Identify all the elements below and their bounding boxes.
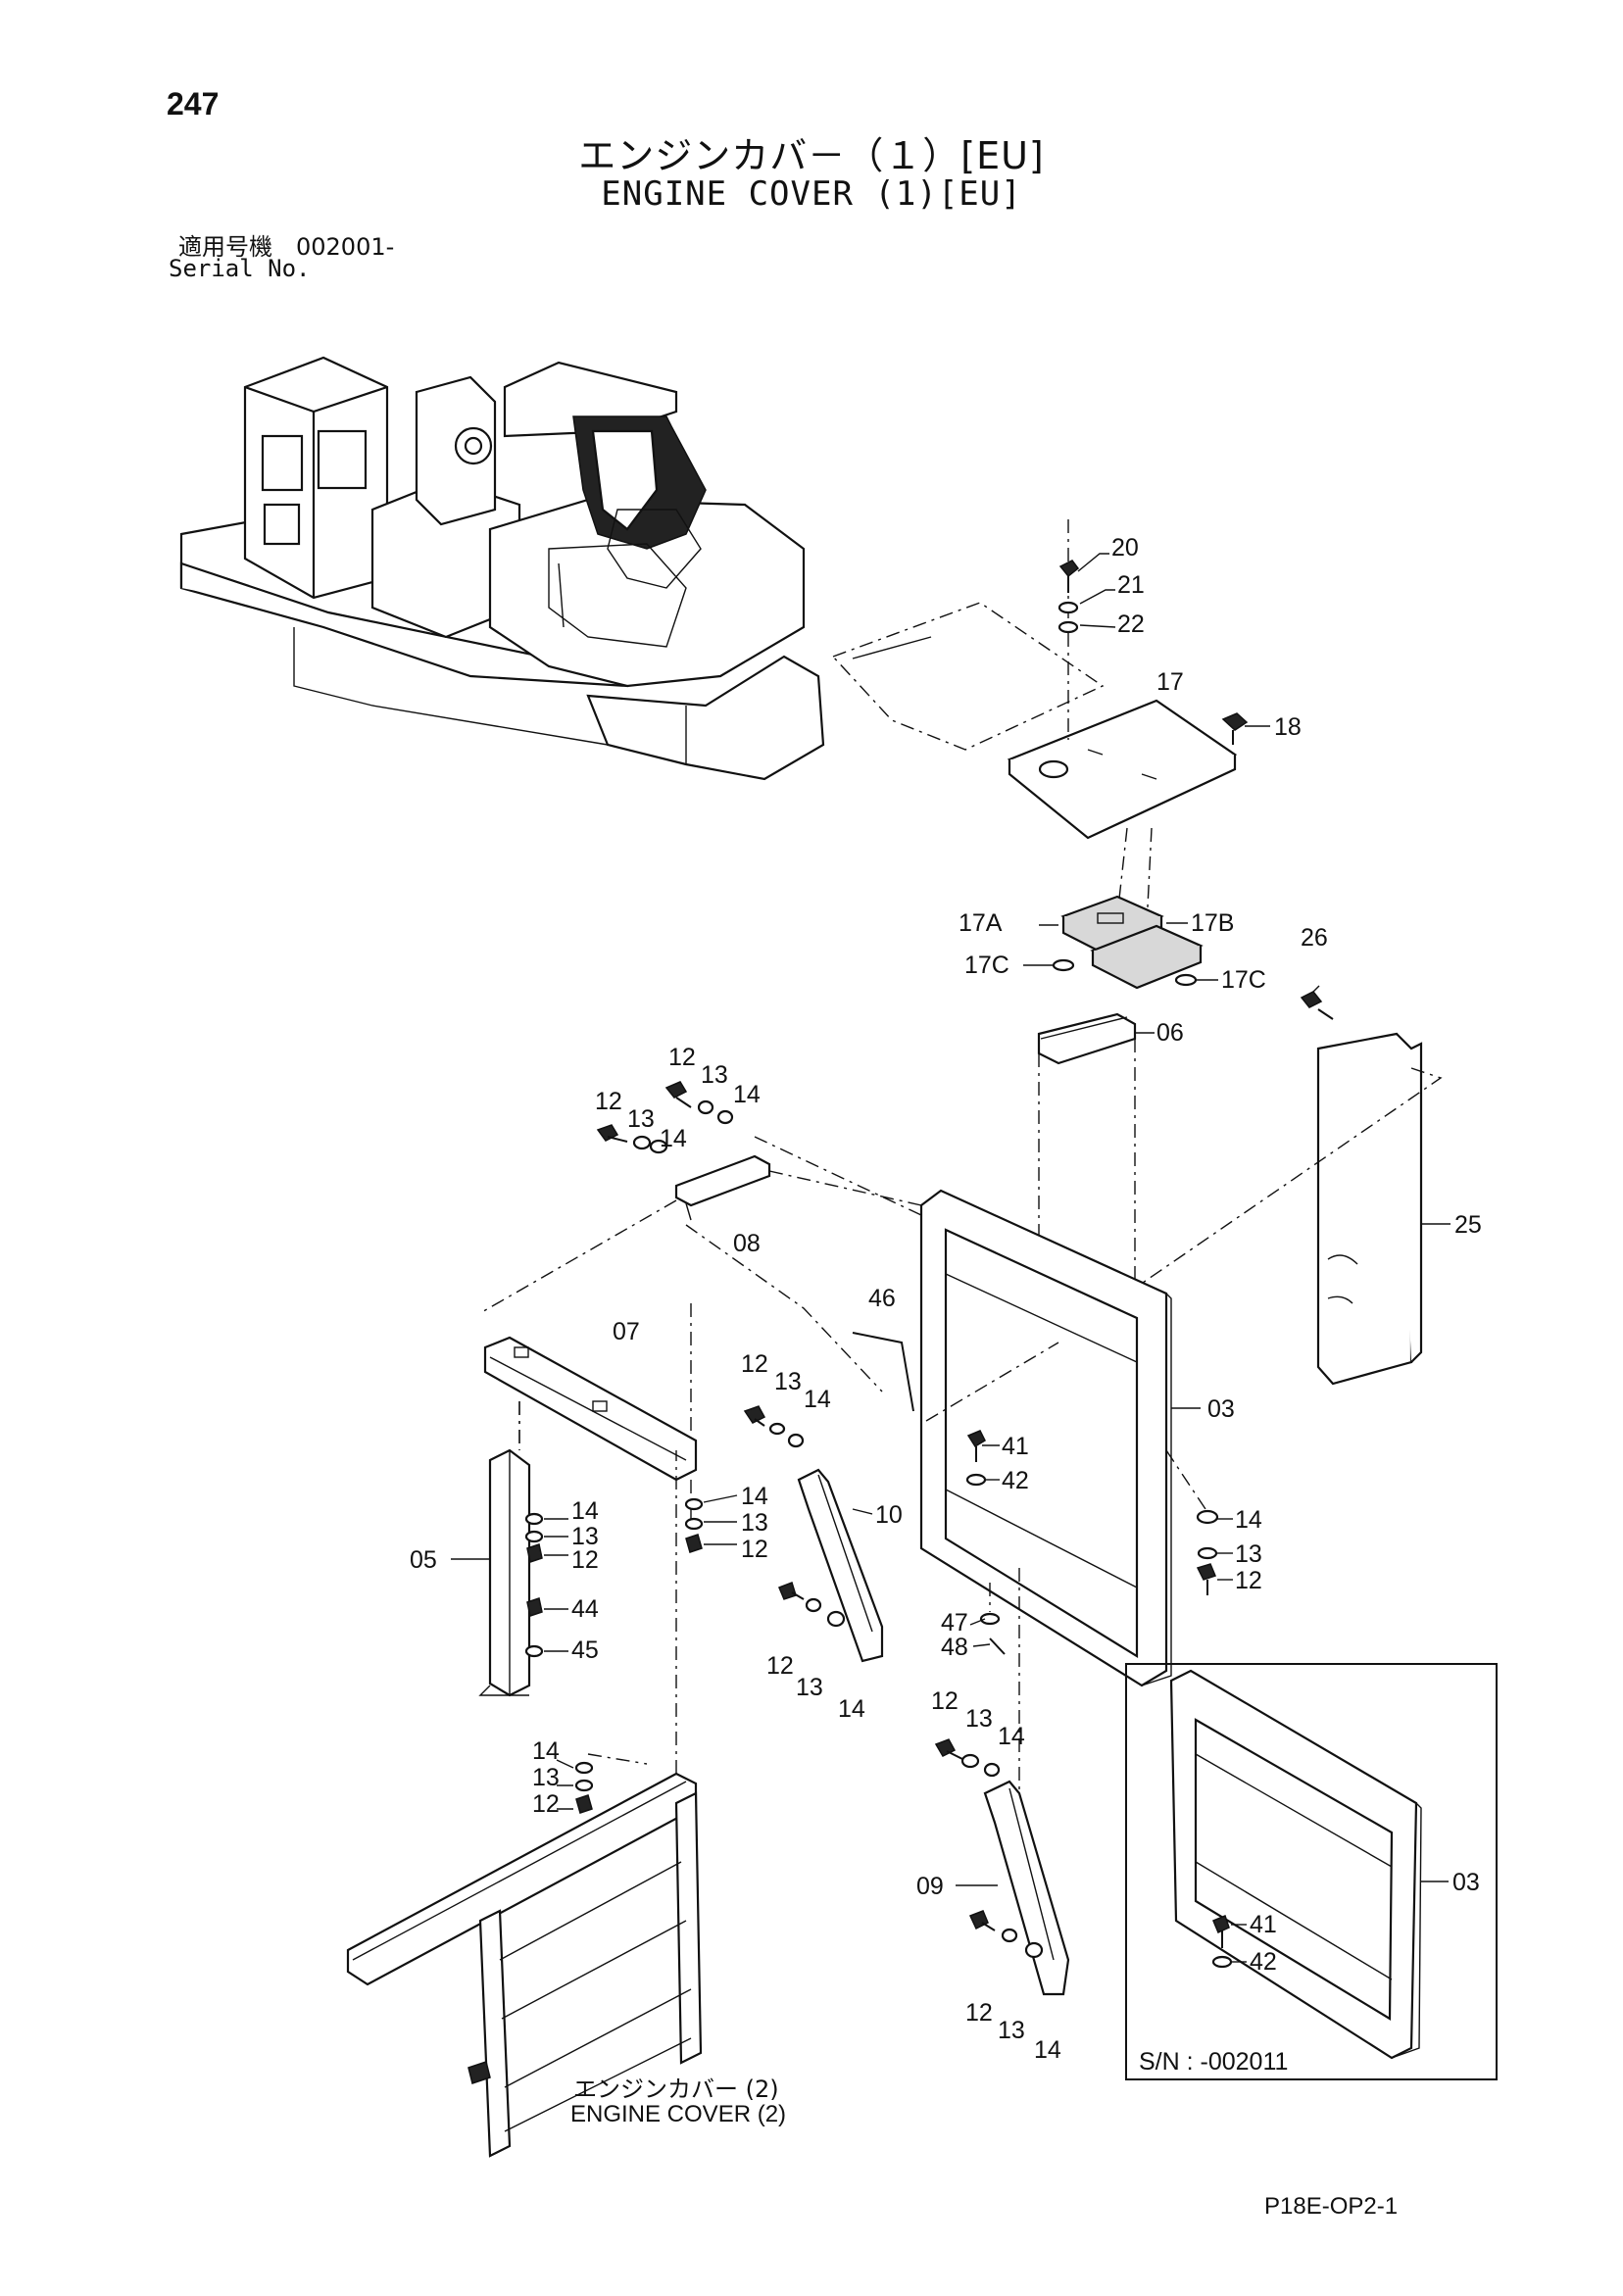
callout-03-inset: 03 bbox=[1452, 1869, 1480, 1896]
callout-13-strut09-top: 13 bbox=[965, 1705, 993, 1733]
callout-12-top: 12 bbox=[668, 1044, 696, 1071]
page-title-english: ENGINE COVER (1)[EU] bbox=[601, 174, 1022, 214]
callout-labels: 20 21 22 17 18 17A 17B 17C 17C 26 06 25 … bbox=[410, 534, 1482, 2064]
callout-46: 46 bbox=[868, 1285, 896, 1312]
callout-25: 25 bbox=[1454, 1211, 1482, 1239]
callout-13-post: 13 bbox=[571, 1523, 599, 1550]
callout-47: 47 bbox=[941, 1609, 968, 1637]
callout-12-mid: 12 bbox=[741, 1350, 768, 1378]
callout-09: 09 bbox=[916, 1873, 944, 1900]
callout-12-post: 12 bbox=[571, 1546, 599, 1574]
callout-17a: 17A bbox=[959, 909, 1003, 937]
callout-17: 17 bbox=[1156, 668, 1184, 696]
inset-variant-box bbox=[1125, 1663, 1498, 2080]
callout-17b: 17B bbox=[1191, 909, 1234, 937]
callout-17c-right: 17C bbox=[1221, 966, 1266, 994]
callout-14-post: 14 bbox=[571, 1497, 599, 1525]
callout-13-beam: 13 bbox=[741, 1509, 768, 1537]
callout-41: 41 bbox=[1002, 1433, 1029, 1460]
callout-13-mid: 13 bbox=[774, 1368, 802, 1395]
callout-06: 06 bbox=[1156, 1019, 1184, 1047]
main-frame-part bbox=[754, 1136, 1219, 1687]
callout-14-strut09-top: 14 bbox=[998, 1723, 1025, 1750]
callout-44: 44 bbox=[571, 1595, 599, 1623]
callout-12-strut10: 12 bbox=[766, 1652, 794, 1680]
callout-14-right: 14 bbox=[1235, 1506, 1262, 1534]
callout-13-top: 13 bbox=[701, 1061, 728, 1089]
callout-14-cover2: 14 bbox=[532, 1737, 560, 1765]
excavator-overview-illustration bbox=[179, 356, 825, 781]
beam-end-fasteners bbox=[684, 1497, 704, 1553]
callout-13-right: 13 bbox=[1235, 1540, 1262, 1568]
inset-serial-label: S/N : -002011 bbox=[1139, 2048, 1289, 2076]
callout-13-strut09-bottom: 13 bbox=[998, 2017, 1025, 2044]
callout-26: 26 bbox=[1301, 924, 1328, 952]
callout-13-left: 13 bbox=[627, 1105, 655, 1133]
cover-plate-assembly bbox=[831, 519, 1249, 990]
callout-12-beam: 12 bbox=[741, 1536, 768, 1563]
strut-10-part bbox=[743, 1405, 884, 1663]
callout-12-strut09-top: 12 bbox=[931, 1687, 959, 1715]
callout-08: 08 bbox=[733, 1230, 761, 1257]
callout-12-right: 12 bbox=[1235, 1567, 1262, 1594]
callout-42: 42 bbox=[1002, 1467, 1029, 1494]
callout-41-inset: 41 bbox=[1250, 1911, 1277, 1938]
callout-05: 05 bbox=[410, 1546, 437, 1574]
callout-45: 45 bbox=[571, 1637, 599, 1664]
bracket-08-part bbox=[479, 1081, 922, 1392]
callout-03: 03 bbox=[1207, 1395, 1235, 1423]
strut-09-part bbox=[934, 1568, 1070, 1996]
callout-07: 07 bbox=[613, 1318, 640, 1345]
inset-frame-part bbox=[1169, 1669, 1422, 2060]
callout-14-mid: 14 bbox=[804, 1386, 831, 1413]
callout-17c-left: 17C bbox=[964, 952, 1009, 979]
side-panel-part bbox=[1126, 991, 1443, 1386]
callout-14-top: 14 bbox=[733, 1081, 761, 1108]
callout-48: 48 bbox=[941, 1634, 968, 1661]
page-title-japanese: エンジンカバ－（１）[EU] bbox=[578, 134, 1045, 177]
engine-cover-2-frame bbox=[346, 1450, 703, 2158]
page-number: 247 bbox=[167, 86, 220, 122]
callout-42-inset: 42 bbox=[1250, 1948, 1277, 1976]
leader-lines bbox=[451, 553, 1451, 1963]
callout-14-beam: 14 bbox=[741, 1483, 768, 1510]
callout-14-strut09-bottom: 14 bbox=[1034, 2036, 1061, 2064]
callout-12-left: 12 bbox=[595, 1088, 622, 1115]
callout-14-strut10: 14 bbox=[838, 1695, 865, 1723]
sub-assembly-label-japanese: エンジンカバー (2) bbox=[573, 2076, 779, 2103]
callout-14-left: 14 bbox=[660, 1125, 687, 1152]
callout-12-cover2: 12 bbox=[532, 1790, 560, 1818]
callout-18: 18 bbox=[1274, 713, 1302, 741]
callout-22: 22 bbox=[1117, 611, 1145, 638]
post-05-part bbox=[478, 1401, 544, 1697]
callout-21: 21 bbox=[1117, 571, 1145, 599]
callout-13-strut10: 13 bbox=[796, 1674, 823, 1701]
sub-assembly-label-english: ENGINE COVER (2) bbox=[570, 2101, 787, 2127]
serial-label-english: Serial No. bbox=[169, 255, 311, 282]
callout-12-strut09-bottom: 12 bbox=[965, 1999, 993, 2027]
serial-label-japanese: 適用号機 002001- bbox=[178, 233, 395, 261]
callout-10: 10 bbox=[875, 1501, 903, 1529]
callout-13-cover2: 13 bbox=[532, 1764, 560, 1791]
callout-20: 20 bbox=[1111, 534, 1139, 562]
drawing-code: P18E-OP2-1 bbox=[1264, 2193, 1399, 2220]
